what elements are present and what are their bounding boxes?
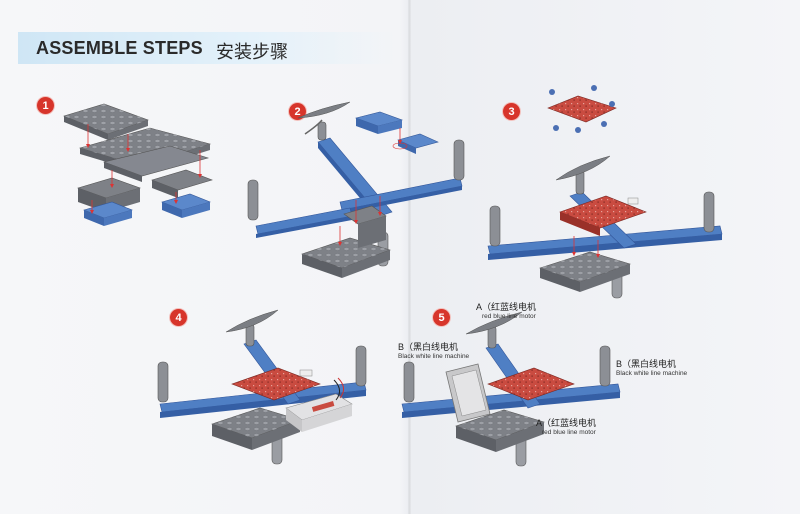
motor-label-b-right: B（黑白线电机 Black white line machine [616,357,687,377]
motor-label-b-right-en: Black white line machine [616,370,688,377]
motor-label-a-bottom-cn: A（红蓝线电机 [536,418,597,428]
step-4-illustration [157,309,367,465]
motor-label-b-right-cn: B（黑白线电机 [616,359,677,369]
motor-label-b-left-en: Black white line machine [398,353,470,360]
motor-label-a-bottom-en: red blue line motor [542,429,596,436]
step-1-illustration [63,103,213,226]
page-title-cn: 安装步骤 [216,42,288,62]
step-5-illustration [401,311,621,467]
step-3-illustration [487,85,723,299]
motor-label-b-left: B（黑白线电机 Black white line machine [398,340,469,360]
page-title: ASSEMBLE STEPS [36,38,203,58]
step-badge-4: 4 [170,309,187,326]
step-badge-5: 5 [433,309,450,326]
motor-label-a-bottom: A（红蓝线电机 red blue line motor [536,416,596,436]
motor-label-a-top-cn: A（红蓝线电机 [476,302,537,312]
step-badge-3: 3 [503,103,520,120]
motor-label-a-top-en: red blue line motor [482,313,536,320]
motor-label-b-left-cn: B（黑白线电机 [398,342,459,352]
step-badge-2: 2 [289,103,306,120]
step-2-illustration [247,101,465,278]
page-fold [408,0,411,514]
step-badge-1: 1 [37,97,54,114]
motor-label-a-top: A（红蓝线电机 red blue line motor [476,300,536,320]
header-band [18,32,396,64]
